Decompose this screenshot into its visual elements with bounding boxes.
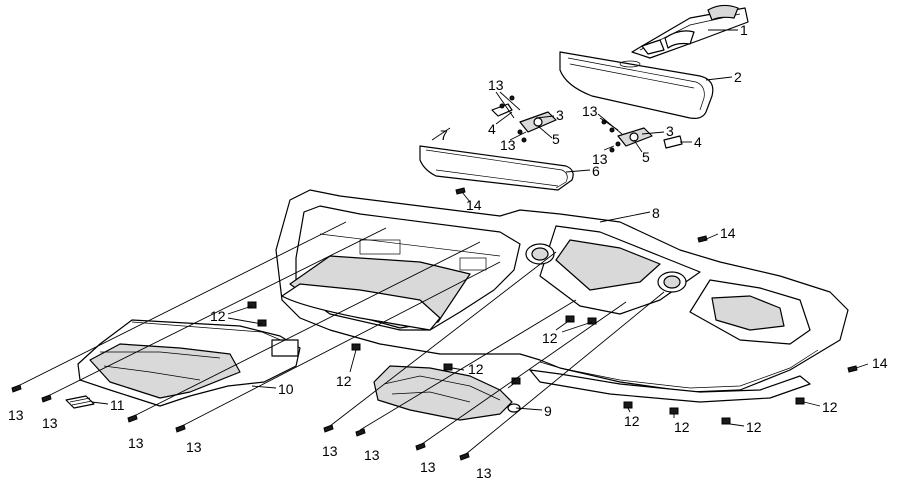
callout-12-b: 12	[542, 330, 558, 346]
callout-13-i: 13	[322, 443, 338, 459]
part-10-front-tray	[77, 319, 301, 407]
callout-5-right: 5	[642, 149, 650, 165]
callout-5-left: 5	[552, 131, 560, 147]
callout-1: 1	[740, 22, 748, 38]
callout-13-g: 13	[128, 435, 144, 451]
callout-4-left: 4	[488, 121, 496, 137]
callout-labels: 1 2 3 3 4 4 5 5 6 7 8 9 10 11 12 12 12 1…	[8, 22, 888, 481]
callout-14-c: 14	[872, 355, 888, 371]
callout-12-g: 12	[746, 419, 762, 435]
callout-10: 10	[278, 381, 294, 397]
callout-12-h: 12	[822, 399, 838, 415]
callout-9: 9	[544, 403, 552, 419]
callout-11: 11	[110, 397, 125, 413]
callout-14-a: 14	[466, 197, 482, 213]
callout-8: 8	[652, 205, 660, 221]
callout-13-l: 13	[476, 465, 492, 481]
callout-3-left: 3	[556, 107, 564, 123]
callout-13-k: 13	[420, 459, 436, 475]
part-11-plate	[65, 395, 95, 409]
callout-13-j: 13	[364, 447, 380, 463]
callout-14-b: 14	[720, 225, 736, 241]
part-9-small-tray	[373, 365, 521, 421]
callout-13-e: 13	[8, 407, 24, 423]
hinge-left	[491, 95, 557, 143]
callout-6: 6	[592, 163, 600, 179]
leader-lines	[17, 29, 869, 455]
callout-13-d: 13	[592, 151, 608, 167]
callout-13-h: 13	[186, 439, 202, 455]
callout-7: 7	[440, 127, 448, 143]
callout-4-right: 4	[694, 134, 702, 150]
callout-13-c: 13	[582, 103, 598, 119]
callout-12-c: 12	[336, 373, 352, 389]
callout-12-e: 12	[624, 413, 640, 429]
part-2-lid	[559, 51, 714, 119]
callout-2: 2	[734, 69, 742, 85]
callout-13-a: 13	[488, 77, 504, 93]
callout-12-f: 12	[674, 419, 690, 435]
callout-13-b: 13	[500, 137, 516, 153]
part-6-7-gasket	[419, 145, 574, 191]
callout-12-d: 12	[468, 361, 484, 377]
part-8-main-body	[275, 189, 849, 403]
callout-12-a: 12	[210, 308, 226, 324]
callout-3-right: 3	[666, 123, 674, 139]
callout-13-f: 13	[42, 415, 58, 431]
part-1-latch	[631, 4, 749, 59]
